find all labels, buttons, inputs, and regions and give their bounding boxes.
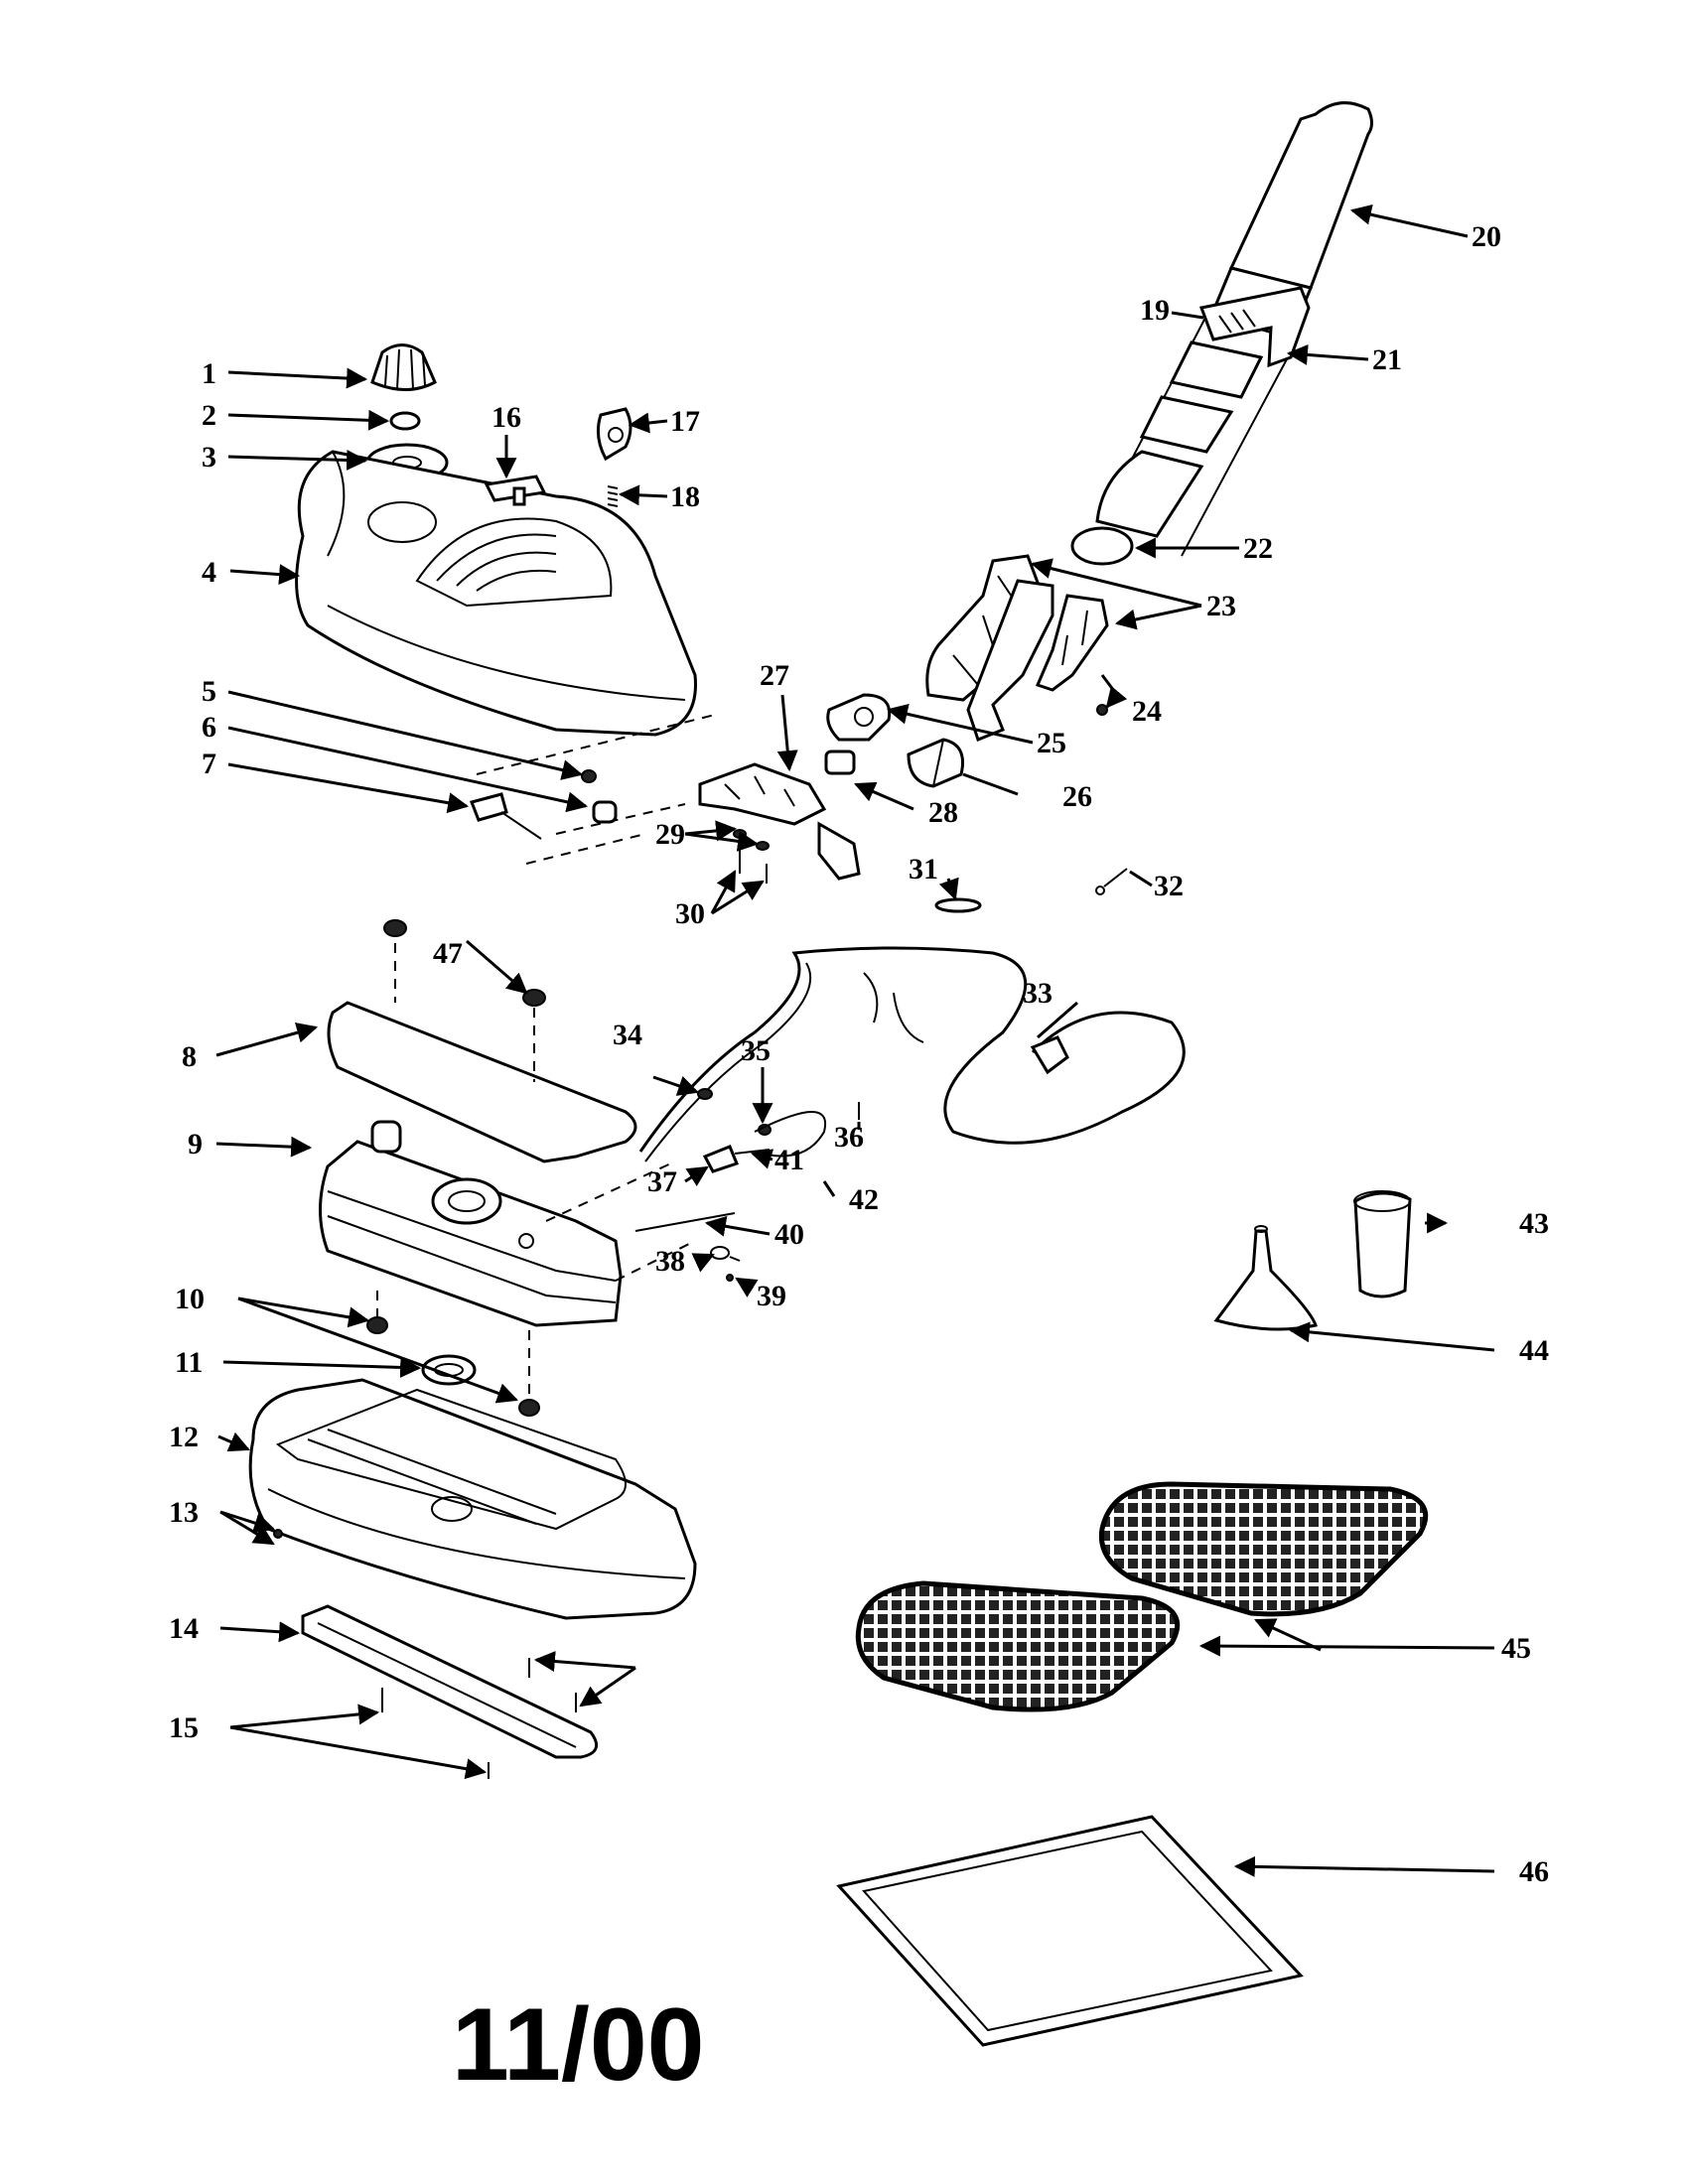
part-45-pads bbox=[855, 1481, 1429, 1712]
part-21-clamp bbox=[1198, 286, 1311, 368]
part-44-funnel bbox=[1213, 1225, 1318, 1331]
part-14-strip bbox=[301, 1604, 599, 1759]
leader-lines bbox=[215, 204, 1495, 1877]
callout-37: 37 bbox=[647, 1165, 677, 1198]
callout-21: 21 bbox=[1372, 343, 1402, 376]
callout-47: 47 bbox=[433, 937, 463, 970]
part-17-fitting bbox=[596, 407, 632, 462]
callout-20: 20 bbox=[1472, 220, 1501, 253]
callout-44: 44 bbox=[1519, 1334, 1549, 1367]
callout-34: 34 bbox=[613, 1019, 642, 1051]
callout-30: 30 bbox=[675, 897, 705, 930]
assembly-line bbox=[476, 714, 716, 865]
callout-24: 24 bbox=[1132, 695, 1162, 728]
callout-12: 12 bbox=[169, 1421, 199, 1453]
callout-31: 31 bbox=[909, 853, 938, 886]
part-8-gasket bbox=[327, 943, 637, 1163]
part-2-ring bbox=[389, 411, 421, 431]
callout-15: 15 bbox=[169, 1711, 199, 1744]
callout-16: 16 bbox=[491, 401, 521, 434]
part-9-tank bbox=[319, 1120, 696, 1327]
part-25-connector bbox=[826, 693, 892, 742]
callout-28: 28 bbox=[928, 796, 958, 829]
callout-labels: 1 2 3 4 5 6 7 8 9 10 11 12 13 14 15 16 1… bbox=[169, 220, 1549, 1888]
callout-14: 14 bbox=[169, 1612, 199, 1645]
callout-17: 17 bbox=[670, 405, 700, 438]
callout-33: 33 bbox=[1023, 977, 1052, 1010]
part-6-bushing bbox=[592, 800, 618, 824]
part-1-cap bbox=[370, 343, 437, 391]
part-47-plug-2 bbox=[522, 989, 546, 1007]
part-24-screw bbox=[1096, 704, 1108, 716]
part-18-spring bbox=[607, 485, 619, 507]
callout-35: 35 bbox=[741, 1034, 771, 1067]
callout-3: 3 bbox=[202, 441, 216, 474]
part-27-valve-assembly bbox=[698, 762, 861, 881]
part-4-top-housing bbox=[295, 450, 697, 737]
callout-19: 19 bbox=[1140, 294, 1170, 327]
callout-27: 27 bbox=[760, 659, 789, 692]
callout-45: 45 bbox=[1501, 1632, 1531, 1665]
callout-18: 18 bbox=[670, 480, 700, 513]
callout-2: 2 bbox=[202, 399, 216, 432]
callout-46: 46 bbox=[1519, 1855, 1549, 1888]
callout-5: 5 bbox=[202, 675, 216, 708]
callout-11: 11 bbox=[175, 1346, 203, 1379]
callout-26: 26 bbox=[1062, 780, 1092, 813]
part-12-base bbox=[248, 1378, 697, 1620]
callout-4: 4 bbox=[202, 556, 216, 589]
callout-38: 38 bbox=[655, 1245, 685, 1278]
part-32-pin bbox=[1095, 868, 1128, 895]
callout-23: 23 bbox=[1206, 590, 1236, 622]
callout-1: 1 bbox=[202, 357, 216, 390]
part-30-screws bbox=[739, 849, 768, 884]
callout-10: 10 bbox=[175, 1283, 205, 1315]
callout-41: 41 bbox=[774, 1144, 804, 1176]
callout-43: 43 bbox=[1519, 1207, 1549, 1240]
part-26-sleeve bbox=[907, 738, 964, 788]
callout-40: 40 bbox=[774, 1218, 804, 1251]
part-22-ring bbox=[1070, 526, 1134, 566]
callout-8: 8 bbox=[182, 1040, 197, 1073]
date-code: 11/00 bbox=[452, 1987, 705, 2103]
callout-39: 39 bbox=[757, 1280, 786, 1312]
part-5-plug bbox=[581, 769, 597, 783]
callout-25: 25 bbox=[1037, 727, 1066, 759]
callout-42: 42 bbox=[849, 1183, 879, 1216]
part-28-cap bbox=[824, 750, 856, 775]
part-46-tray bbox=[836, 1815, 1304, 2047]
callout-6: 6 bbox=[202, 711, 216, 744]
part-23-handle-halves bbox=[925, 554, 1109, 742]
part-29-screws bbox=[733, 829, 770, 851]
part-47-plug bbox=[383, 919, 407, 937]
part-15-screws bbox=[381, 1658, 577, 1779]
part-16-bracket bbox=[484, 475, 547, 506]
callout-22: 22 bbox=[1243, 532, 1273, 565]
callout-32: 32 bbox=[1154, 870, 1184, 902]
part-31-disc bbox=[934, 897, 982, 913]
callout-13: 13 bbox=[169, 1496, 199, 1529]
callout-36: 36 bbox=[834, 1121, 864, 1154]
part-7-clip bbox=[469, 792, 542, 840]
callout-9: 9 bbox=[188, 1128, 203, 1160]
part-33-hose bbox=[638, 946, 1186, 1162]
part-43-cup bbox=[1353, 1190, 1412, 1298]
callout-29: 29 bbox=[655, 818, 685, 851]
part-10-plugs bbox=[366, 1291, 540, 1417]
callout-7: 7 bbox=[202, 748, 216, 780]
